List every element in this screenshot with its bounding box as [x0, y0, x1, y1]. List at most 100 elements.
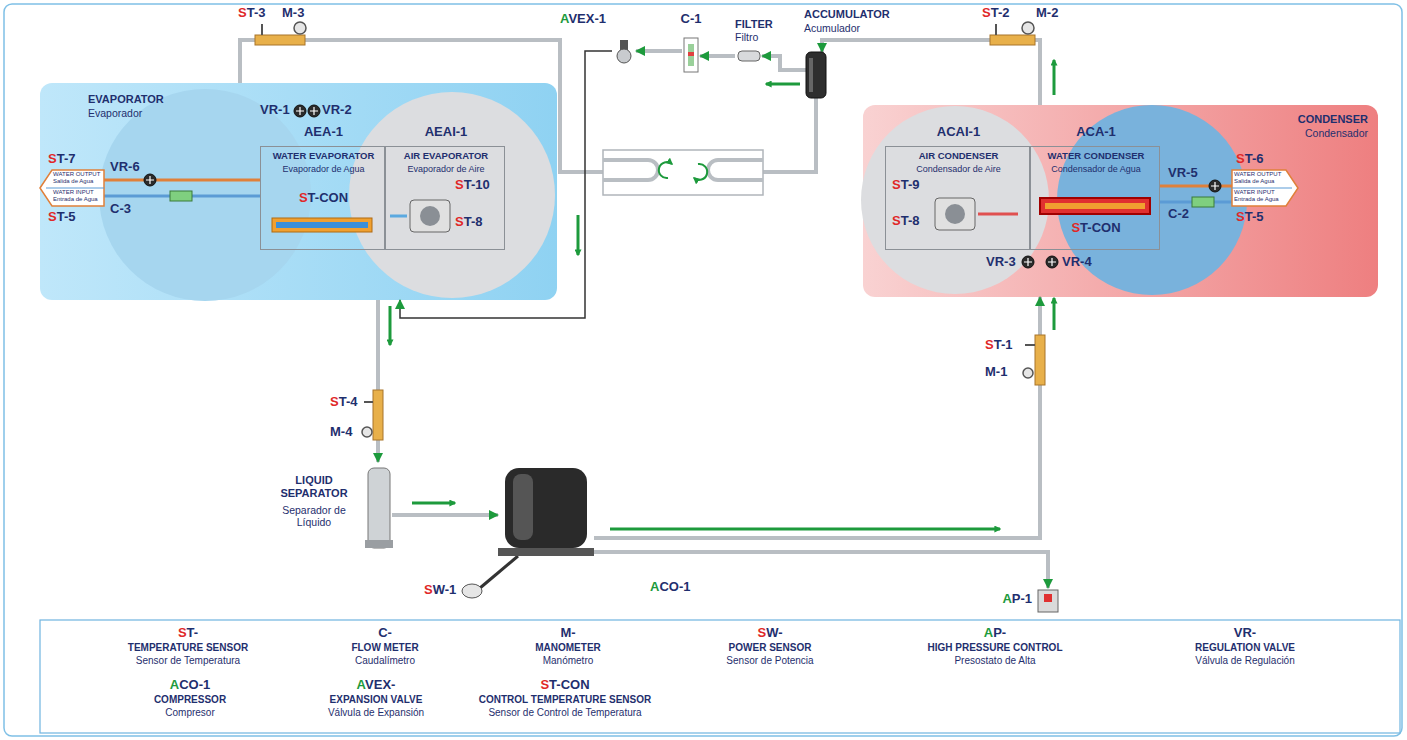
- water-heat-exchanger: [272, 198, 1150, 232]
- node-text: AIR EVAPORATOR: [389, 151, 503, 162]
- callout-label: VR-5: [1168, 166, 1198, 181]
- manometer-gauge: [362, 427, 372, 437]
- component-tag: ACAI-1: [886, 125, 1031, 140]
- expansion-valve: [617, 40, 631, 63]
- accumulator: ACCUMULATORAcumulador: [806, 52, 826, 98]
- compressor-body: [498, 468, 594, 556]
- flow-meter: [170, 191, 192, 201]
- callout-label: M-2: [1036, 6, 1058, 21]
- pressure-switch: [1038, 590, 1058, 612]
- refrigerant-pipe: [763, 98, 816, 172]
- glossary-entry: ST-: [78, 626, 298, 641]
- flow-arrow: [389, 306, 392, 345]
- water-badge: [40, 170, 104, 206]
- flow-meter: [688, 44, 694, 66]
- water-heat-exchanger: [272, 218, 372, 232]
- glossary-entry: POWER SENSOR: [660, 642, 880, 654]
- fan-unit: [935, 198, 975, 230]
- glossary-entry: CONTROL TEMPERATURE SENSOR: [455, 694, 675, 706]
- component-tag: LIQUID SEPARATOR: [268, 474, 360, 499]
- refrigerant-pipe: [594, 297, 1040, 538]
- glossary-entry: M-: [458, 626, 678, 641]
- node-text: Condensador de Aire: [889, 164, 1028, 174]
- heat-exchanger: [603, 150, 763, 195]
- water-port-label: WATER OUTPUT Salida de Agua: [53, 171, 103, 185]
- heat-exchanger: [708, 160, 763, 180]
- node-text: Condensador de Agua: [1034, 164, 1158, 174]
- glossary-entry: HIGH PRESSURE CONTROL: [885, 642, 1105, 654]
- flow-arrow: [766, 83, 800, 86]
- glossary-entry: SW-: [660, 626, 880, 641]
- flow-arrow: [1053, 60, 1056, 95]
- component-tag: AEAI-1: [386, 125, 506, 140]
- node-text: WATER CONDENSER: [1034, 151, 1158, 162]
- valve-cross: [296, 107, 318, 115]
- water-heat-exchanger: [1045, 203, 1145, 209]
- callout-label: C-2: [1168, 207, 1189, 222]
- sensor-tube: [255, 24, 1045, 440]
- manometer-gauge: [1022, 22, 1034, 34]
- component-tag: ACA-1: [1031, 125, 1161, 140]
- component-tag: FILTER: [735, 18, 785, 31]
- glossary-entry: Presostato de Alta: [885, 655, 1105, 667]
- liquid-line: [400, 51, 612, 318]
- pressure-switch: AP-1: [1036, 588, 1060, 614]
- glossary-entry: Válvula de Regulación: [1135, 655, 1355, 667]
- glossary-entry: AP-: [885, 626, 1105, 641]
- flow-arrow: [577, 215, 580, 255]
- callout-label: VR-4: [1062, 255, 1092, 270]
- fan-unit: [978, 213, 1018, 216]
- callout-label: VR-3: [986, 255, 1016, 270]
- flow-meter: [1192, 197, 1214, 207]
- callout-label: ST-5: [48, 210, 75, 225]
- heat-exchanger: [659, 162, 672, 178]
- refrigerant-pipe: [240, 40, 603, 172]
- evaporator-panel: [349, 92, 555, 298]
- node-text: WATER EVAPORATOR: [264, 151, 383, 162]
- separator-body: [365, 540, 393, 548]
- power-sensor: [462, 584, 482, 598]
- regulation-valve: [144, 105, 1221, 268]
- water-badge: [1232, 170, 1298, 206]
- callout-label: VR-2: [322, 103, 352, 118]
- separator-body: [368, 468, 390, 548]
- power-cable: [480, 556, 518, 588]
- glossary-entry: Válvula de Expansión: [266, 707, 486, 719]
- glossary-entry: MANOMETER: [458, 642, 678, 654]
- callout-label: ST-8: [892, 214, 919, 229]
- glossary-entry: Sensor de Temperatura: [78, 655, 298, 667]
- valve-cross: [1024, 258, 1056, 266]
- callout-label: ST-10: [455, 178, 490, 193]
- glossary-entry: C-: [275, 626, 495, 641]
- callout-label: ST-1: [985, 338, 1012, 353]
- filter-body: [738, 51, 760, 61]
- sensor-tube: [995, 24, 997, 35]
- regulation-valve: [144, 174, 156, 186]
- condenser-box: ACA-1WATER CONDENSERCondensador de AguaS…: [1030, 146, 1160, 250]
- component-tag: AP-1: [990, 592, 1032, 607]
- water-port-label: WATER INPUT Entrada de Agua: [1234, 189, 1286, 203]
- sensor-tube: [1025, 344, 1035, 346]
- glossary-entry: Manómetro: [458, 655, 678, 667]
- callout-label: ST-8: [455, 215, 482, 230]
- filter: FILTERFiltro: [735, 48, 762, 64]
- component-tag: Separador de Líquido: [268, 504, 360, 528]
- node-text: AIR CONDENSER: [889, 151, 1028, 162]
- flow-arrow: [610, 528, 1000, 531]
- callout-label: C-3: [110, 202, 131, 217]
- callout-label: M-4: [330, 425, 352, 440]
- compressor-body: [513, 474, 533, 540]
- callout-label: VR-1: [260, 103, 290, 118]
- compressor: ACO-1: [498, 462, 594, 558]
- power-sensor: [462, 584, 482, 598]
- glossary-entry: COMPRESSOR: [80, 694, 300, 706]
- water-badge: [1232, 188, 1292, 189]
- evaporator-panel: [99, 89, 311, 301]
- sensor-tube: [364, 401, 373, 403]
- callout-label: M-3: [282, 6, 304, 21]
- sensor-tube: [1035, 335, 1045, 385]
- glossary-entry: TEMPERATURE SENSOR: [78, 642, 298, 654]
- callout-label: ST-6: [1236, 152, 1263, 167]
- flow-meter: [688, 52, 694, 56]
